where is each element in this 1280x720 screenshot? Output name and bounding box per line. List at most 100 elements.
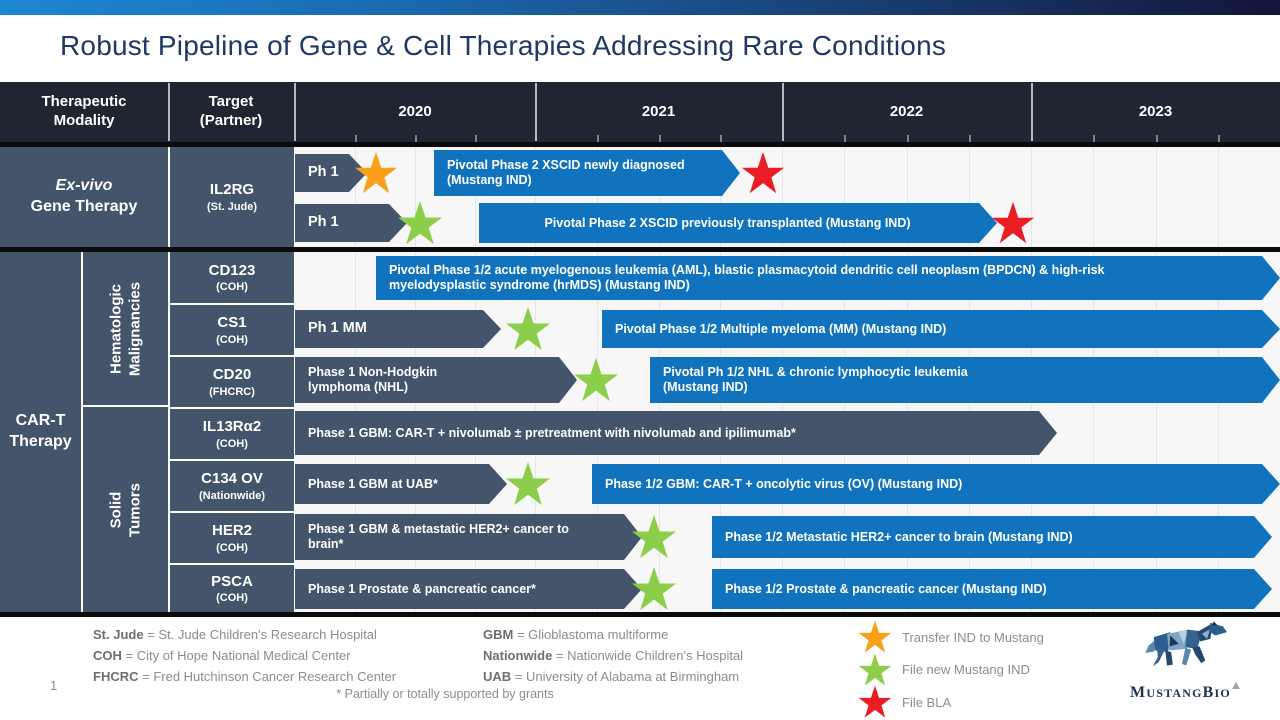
cell-hematologic-malignancies-label: Hematologic Malignancies: [106, 281, 143, 376]
cell-exvivo-gene-therapy-line1: Gene Therapy: [30, 198, 138, 215]
red-star-icon: [858, 685, 892, 719]
abbreviation-line: COH = City of Hope National Medical Cent…: [93, 648, 351, 663]
cell-il13ra2-line1: (COH): [216, 437, 248, 450]
header-separator: [294, 83, 296, 141]
abbreviation-line: St. Jude = St. Jude Children's Research …: [93, 627, 377, 642]
milestone-star-green-icon: [631, 566, 677, 617]
quarter-gridline: [969, 147, 970, 247]
cell-her2-line1: (COH): [216, 541, 248, 554]
milestone-star-orange-icon: [354, 151, 398, 200]
bar-C134 OV-1: Phase 1/2 GBM: CAR-T + oncolytic virus (…: [592, 464, 1280, 504]
cell-c134-ov-line0: C134 OV: [201, 470, 263, 488]
slide-title: Robust Pipeline of Gene & Cell Therapies…: [60, 30, 947, 61]
cell-psca-line1: (COH): [216, 592, 248, 605]
cell-il13ra2: IL13Rα2(COH): [170, 409, 294, 459]
abbreviation-line-abbr: GBM: [483, 627, 514, 642]
quarter-tick: [844, 135, 846, 142]
bar-PSCA-0: Phase 1 Prostate & pancreatic cancer*: [295, 569, 642, 609]
star-legend-item-green: File new Mustang IND: [858, 653, 1030, 687]
quarter-gridline: [1156, 147, 1157, 247]
cell-il13ra2-line0: IL13Rα2: [202, 418, 262, 436]
cell-solid-tumors-label: Solid Tumors: [106, 482, 143, 537]
header-separator: [168, 83, 170, 141]
abbreviation-line-abbr: Nationwide: [483, 648, 553, 663]
abbreviation-line-abbr: St. Jude: [93, 627, 144, 642]
mustang-bio-wordmark: MUSTANGBIO: [1095, 682, 1275, 702]
cell-cd123-line0: CD123: [208, 261, 256, 279]
bar-IL13Rα2-0: Phase 1 GBM: CAR-T + nivolumab ± pretrea…: [295, 411, 1057, 455]
cell-il2rg: IL2RG(St. Jude): [170, 147, 294, 247]
grant-footnote: * Partially or totally supported by gran…: [336, 687, 554, 701]
bar-CS1-1: Pivotal Phase 1/2 Multiple myeloma (MM) …: [602, 310, 1280, 348]
milestone-star-green-icon: [631, 514, 677, 565]
bar-PSCA-1: Phase 1/2 Prostate & pancreatic cancer (…: [712, 569, 1272, 609]
quarter-gridline: [1218, 147, 1219, 247]
header-year-2020: 2020: [398, 102, 432, 120]
header-year-2022: 2022: [889, 102, 924, 120]
cell-solid-tumors: Solid Tumors: [83, 407, 168, 612]
bar-CS1-0: Ph 1 MM: [295, 310, 501, 348]
abbreviation-line-abbr: COH: [93, 648, 122, 663]
header-target-partner: Target (Partner): [199, 93, 263, 129]
quarter-gridline: [844, 147, 845, 247]
cell-cs1: CS1(COH): [170, 305, 294, 355]
mustang-bio-logo: [1142, 618, 1242, 678]
quarter-tick: [907, 135, 909, 142]
milestone-star-green-icon: [397, 200, 443, 251]
orange-star-icon: [858, 620, 892, 654]
bar-C134 OV-0: Phase 1 GBM at UAB*: [295, 464, 507, 504]
cell-exvivo-gene-therapy-line0: Ex-vivo: [55, 177, 113, 195]
abbreviation-line-abbr: UAB: [483, 669, 512, 684]
header-year-2021: 2021: [641, 102, 676, 120]
quarter-gridline: [1031, 147, 1032, 247]
quarter-gridline: [1156, 252, 1157, 612]
cell-psca: PSCA (COH): [170, 565, 294, 612]
bar-HER2-1: Phase 1/2 Metastatic HER2+ cancer to bra…: [712, 516, 1272, 558]
divider-bottom: [0, 612, 1280, 617]
quarter-tick: [1218, 135, 1220, 142]
cell-cs1-line1: (COH): [216, 333, 248, 346]
divider-exvivo-cart: [0, 247, 1280, 252]
abbreviation-line: GBM = Glioblastoma multiforme: [483, 627, 669, 642]
header-separator: [782, 83, 784, 141]
quarter-tick: [597, 135, 599, 142]
quarter-gridline: [907, 147, 908, 247]
mustang-horse-icon: [1145, 621, 1227, 667]
page-number: 1: [50, 678, 58, 693]
cell-cart-therapy-line1: Therapy: [9, 433, 72, 450]
quarter-gridline: [355, 147, 356, 247]
bar-IL2RG-2: Ph 1: [295, 204, 407, 242]
cell-c134-ov-line1: (Nationwide): [199, 489, 265, 502]
cell-psca-line0: PSCA: [211, 572, 253, 590]
quarter-tick: [475, 135, 477, 142]
bar-HER2-0: Phase 1 GBM & metastatic HER2+ cancer to…: [295, 514, 642, 560]
cell-cs1-line0: CS1: [217, 314, 247, 332]
cell-cd20-line0: CD20: [212, 366, 252, 384]
abbreviation-line-abbr: FHCRC: [93, 669, 139, 684]
quarter-gridline: [1093, 252, 1094, 612]
cell-her2: HER2(COH): [170, 513, 294, 563]
milestone-star-green-icon: [505, 306, 551, 357]
cell-c134-ov: C134 OV(Nationwide): [170, 461, 294, 511]
table-header-bar: [0, 82, 1280, 142]
abbreviation-line: FHCRC = Fred Hutchinson Cancer Research …: [93, 669, 397, 684]
bar-IL2RG-1: Pivotal Phase 2 XSCID newly diagnosed (M…: [434, 150, 740, 196]
abbreviation-legend-left: St. Jude = St. Jude Children's Research …: [93, 624, 396, 687]
cell-cd20: CD20(FHCRC): [170, 357, 294, 407]
quarter-gridline: [720, 147, 721, 247]
quarter-gridline: [659, 147, 660, 247]
quarter-gridline: [1093, 147, 1094, 247]
cell-cd123-line1: (COH): [216, 281, 248, 294]
star-legend-item-red: File BLA: [858, 685, 951, 719]
wordmark-trademark-icon: [1231, 682, 1240, 689]
quarter-tick: [720, 135, 722, 142]
quarter-gridline: [535, 147, 536, 247]
milestone-star-green-icon: [505, 461, 551, 512]
quarter-tick: [969, 135, 971, 142]
abbreviation-line: UAB = University of Alabama at Birmingha…: [483, 669, 740, 684]
bar-IL2RG-3: Pivotal Phase 2 XSCID previously transpl…: [479, 203, 997, 243]
cell-hematologic-malignancies: Hematologic Malignancies: [83, 252, 168, 405]
